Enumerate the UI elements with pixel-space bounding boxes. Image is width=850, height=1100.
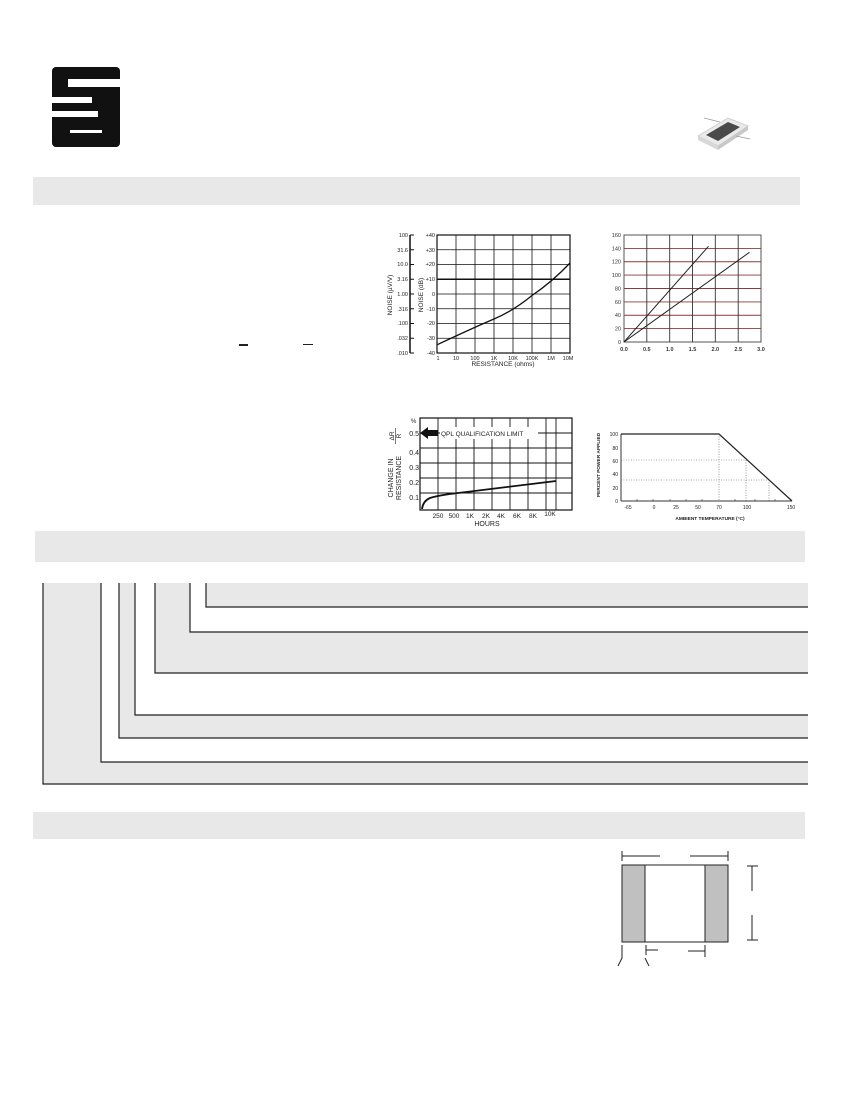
svg-text:.032: .032 xyxy=(397,336,408,342)
svg-text:0.4: 0.4 xyxy=(409,450,419,457)
svg-text:80: 80 xyxy=(615,287,621,293)
svg-text:10M: 10M xyxy=(563,356,574,362)
svg-text:8K: 8K xyxy=(529,513,538,520)
svg-text:31.6: 31.6 xyxy=(397,248,408,254)
text-overline-mark xyxy=(303,344,313,345)
svg-text:0.5: 0.5 xyxy=(409,431,419,438)
svg-text:100K: 100K xyxy=(526,356,539,362)
svg-text:0: 0 xyxy=(618,340,621,346)
svg-text:140: 140 xyxy=(612,246,621,252)
company-logo-icon xyxy=(52,67,120,147)
svg-text:PERCENT POWER APPLIED: PERCENT POWER APPLIED xyxy=(596,432,602,497)
svg-text:-65: -65 xyxy=(624,505,631,511)
svg-text:160: 160 xyxy=(612,233,621,239)
svg-text:+10: +10 xyxy=(426,277,435,283)
svg-text:+40: +40 xyxy=(426,233,435,239)
noise-vs-resistance-chart: .010 .032 .100 .316 1.00 3.16 10.0 31.6 … xyxy=(380,225,580,370)
svg-text:R: R xyxy=(396,433,403,438)
svg-text:60: 60 xyxy=(612,459,618,465)
svg-text:1: 1 xyxy=(436,356,439,362)
svg-text:.316: .316 xyxy=(397,307,408,313)
chip-resistor-photo xyxy=(690,112,756,152)
svg-text:2.5: 2.5 xyxy=(734,347,742,353)
svg-text:+20: +20 xyxy=(426,262,435,268)
linear-power-chart: 0 20 40 60 80 100 120 140 160 0.0 0.5 1.… xyxy=(600,225,790,370)
svg-text:6K: 6K xyxy=(513,513,522,520)
svg-text:.010: .010 xyxy=(397,351,408,357)
svg-text:HOURS: HOURS xyxy=(474,521,500,528)
svg-text:80: 80 xyxy=(612,446,618,452)
svg-text:0: 0 xyxy=(432,292,435,298)
svg-text:2K: 2K xyxy=(482,513,491,520)
svg-text:20: 20 xyxy=(612,486,618,492)
svg-text:-20: -20 xyxy=(427,321,435,327)
svg-text:50: 50 xyxy=(695,505,701,511)
svg-text:120: 120 xyxy=(612,260,621,266)
svg-text:NOISE (µV/V): NOISE (µV/V) xyxy=(387,275,394,316)
svg-text:.100: .100 xyxy=(397,321,408,327)
svg-text:60: 60 xyxy=(615,300,621,306)
svg-text:0.5: 0.5 xyxy=(643,347,651,353)
arrow-left-icon xyxy=(420,427,438,439)
svg-text:0: 0 xyxy=(653,505,656,511)
svg-text:1K: 1K xyxy=(466,513,475,520)
svg-text:0: 0 xyxy=(615,499,618,505)
svg-text:100: 100 xyxy=(470,356,479,362)
svg-text:2.0: 2.0 xyxy=(711,347,719,353)
svg-text:1.0: 1.0 xyxy=(666,347,674,353)
svg-text:NOISE (dB): NOISE (dB) xyxy=(418,278,425,312)
svg-text:0.2: 0.2 xyxy=(409,480,419,487)
section-header-bar xyxy=(33,812,805,839)
svg-text:CHANGE IN: CHANGE IN xyxy=(388,459,395,498)
svg-text:1M: 1M xyxy=(547,356,555,362)
svg-text:RESISTANCE: RESISTANCE xyxy=(396,456,403,501)
svg-text:0.3: 0.3 xyxy=(409,465,419,472)
section-header-bar xyxy=(35,531,805,562)
svg-text:0.1: 0.1 xyxy=(409,495,419,502)
svg-text:25: 25 xyxy=(673,505,679,511)
svg-text:3.16: 3.16 xyxy=(397,277,408,283)
svg-text:20: 20 xyxy=(615,327,621,333)
svg-text:3.0: 3.0 xyxy=(757,347,765,353)
svg-text:150: 150 xyxy=(787,505,796,511)
svg-text:10: 10 xyxy=(453,356,459,362)
section-header-bar xyxy=(33,177,800,205)
svg-text:-30: -30 xyxy=(427,336,435,342)
svg-text:100: 100 xyxy=(610,432,619,438)
power-derating-chart: PERCENT POWER APPLIED 0 20 40 60 80 100 xyxy=(590,420,800,535)
svg-text:100: 100 xyxy=(743,505,752,511)
svg-text:0.0: 0.0 xyxy=(620,347,628,353)
svg-text:100: 100 xyxy=(612,273,621,279)
svg-text:AMBIENT TEMPERATURE (°C): AMBIENT TEMPERATURE (°C) xyxy=(675,516,745,522)
svg-text:%: % xyxy=(411,419,417,425)
svg-text:-10: -10 xyxy=(427,307,435,313)
svg-text:70: 70 xyxy=(716,505,722,511)
svg-text:100: 100 xyxy=(399,233,408,239)
chip-dimension-diagram xyxy=(598,848,768,973)
svg-text:250: 250 xyxy=(433,513,444,520)
svg-text:500: 500 xyxy=(449,513,460,520)
svg-text:1K: 1K xyxy=(491,356,498,362)
svg-text:40: 40 xyxy=(615,313,621,319)
svg-text:ΔR: ΔR xyxy=(389,431,396,440)
svg-text:10K: 10K xyxy=(508,356,518,362)
svg-text:4K: 4K xyxy=(497,513,506,520)
svg-text:-40: -40 xyxy=(427,351,435,357)
svg-text:1.5: 1.5 xyxy=(689,347,697,353)
svg-text:10.0: 10.0 xyxy=(397,262,408,268)
svg-text:+30: +30 xyxy=(426,248,435,254)
resistance-drift-chart: % ΔR R CHANGE IN RESISTANCE 0.1 0.2 0.3 … xyxy=(380,410,580,535)
svg-text:QPL QUALIFICATION LIMIT: QPL QUALIFICATION LIMIT xyxy=(441,431,523,438)
svg-text:1.00: 1.00 xyxy=(397,292,408,298)
svg-text:40: 40 xyxy=(612,472,618,478)
part-number-ordering-tree xyxy=(0,575,850,790)
svg-text:RESISTANCE (ohms): RESISTANCE (ohms) xyxy=(471,361,534,368)
svg-text:10K: 10K xyxy=(544,511,556,518)
text-underline-mark xyxy=(239,344,248,346)
